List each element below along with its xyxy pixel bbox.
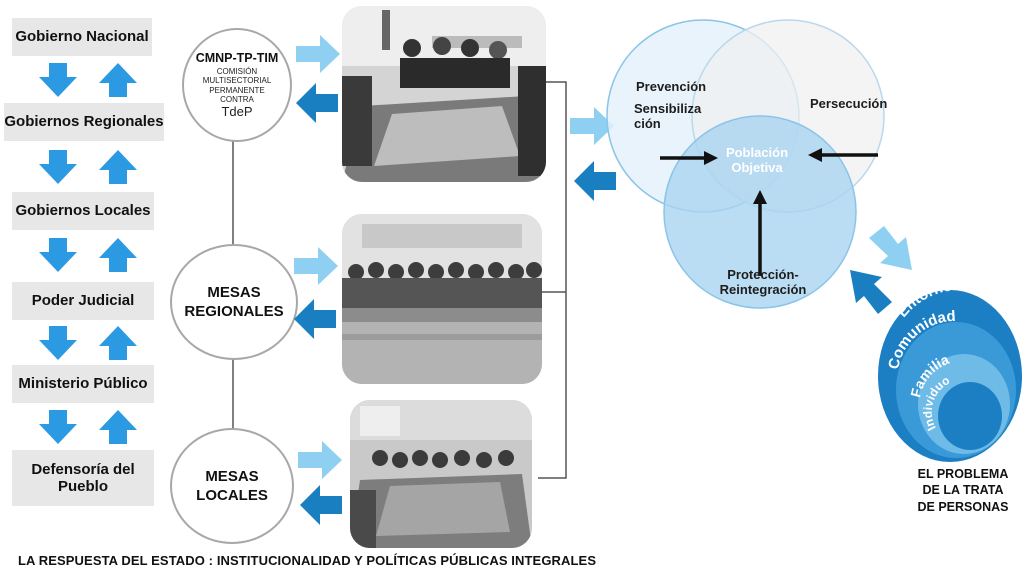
mesas-regionales-circle: MESAS REGIONALES bbox=[170, 244, 298, 360]
venn-diagram bbox=[606, 19, 885, 309]
left-arrow-icon bbox=[294, 299, 336, 339]
ecological-rings: Entorno Comunidad Familia Individuo bbox=[878, 278, 1022, 462]
level-gobiernos-locales: Gobiernos Locales bbox=[12, 192, 154, 230]
cmnp-description: COMISIÓN MULTISECTORIAL PERMANENTE CONTR… bbox=[202, 67, 272, 104]
arrow-up-icon bbox=[753, 190, 767, 204]
level-defensoria-del-pueblo: Defensoría del Pueblo bbox=[12, 450, 154, 506]
meeting-photo-regional bbox=[342, 214, 542, 384]
right-arrow-icon bbox=[296, 35, 340, 73]
arrow-right-icon bbox=[704, 151, 718, 165]
cmnp-acronym: CMNP-TP-TIM bbox=[195, 51, 279, 66]
right-arrow-icon bbox=[294, 247, 338, 285]
level-gobierno-nacional: Gobierno Nacional bbox=[12, 18, 152, 56]
venn-label-persecucion: Persecución bbox=[810, 96, 888, 111]
mesas-regionales-label: MESAS REGIONALES bbox=[184, 283, 284, 321]
right-arrow-icon bbox=[298, 441, 342, 479]
mesas-locales-circle: MESAS LOCALES bbox=[170, 428, 294, 544]
venn-label-prevencion: Prevención bbox=[636, 79, 707, 94]
venn-label-poblacion-objetiva: Población Objetiva bbox=[725, 145, 789, 175]
level-gobiernos-regionales: Gobiernos Regionales bbox=[4, 103, 164, 141]
level-poder-judicial: Poder Judicial bbox=[12, 282, 154, 320]
arrow-left-icon bbox=[808, 148, 822, 162]
cmnp-tdep: TdeP bbox=[221, 103, 253, 119]
left-arrow-icon bbox=[296, 83, 338, 123]
group-photo-illustration bbox=[342, 214, 542, 384]
mesas-locales-label: MESAS LOCALES bbox=[196, 467, 268, 505]
venn-label-proteccion: Protección- Reintegración bbox=[719, 267, 807, 297]
down-right-arrow-icon bbox=[869, 226, 912, 270]
local-meeting-illustration bbox=[350, 400, 532, 548]
problem-label: EL PROBLEMA DE LA TRATA DE PERSONAS bbox=[917, 467, 1009, 514]
up-left-arrow-icon bbox=[850, 270, 892, 314]
left-arrow-icon bbox=[574, 161, 616, 201]
meeting-photo-local bbox=[350, 400, 532, 548]
cmnp-circle: CMNP-TP-TIM COMISIÓN MULTISECTORIAL PERM… bbox=[182, 28, 292, 142]
venn-label-sensibilizacion: Sensibiliza ción bbox=[634, 101, 702, 131]
ring-individuo bbox=[938, 382, 1002, 450]
meeting-photo-national bbox=[342, 6, 546, 182]
left-arrow-icon bbox=[300, 485, 342, 525]
footer-title: LA RESPUESTA DEL ESTADO : INSTITUCIONALI… bbox=[18, 553, 597, 568]
level-ministerio-publico: Ministerio Público bbox=[12, 365, 154, 403]
right-arrow-icon bbox=[570, 107, 614, 145]
meeting-table-illustration bbox=[342, 6, 546, 182]
